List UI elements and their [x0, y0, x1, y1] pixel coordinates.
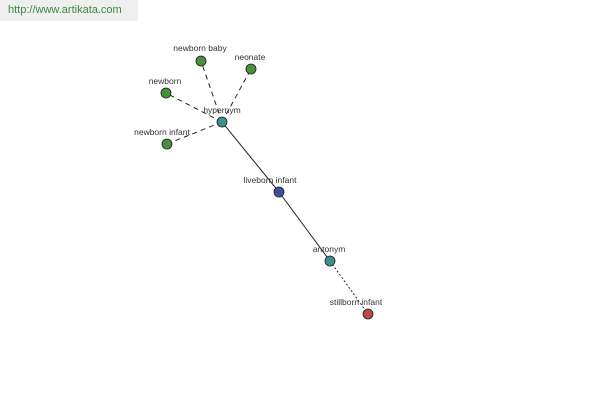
node-label-neonate: neonate: [235, 52, 266, 62]
node-newborn[interactable]: newborn: [149, 76, 182, 99]
edge-hypernym-newborn: [165, 92, 223, 123]
node-label-newborn-baby: newborn baby: [173, 43, 227, 53]
source-url[interactable]: http://www.artikata.com: [8, 4, 122, 16]
node-antonym[interactable]: antonym: [313, 244, 346, 267]
node-neonate[interactable]: neonate: [235, 52, 266, 75]
node-label-liveborn-infant: liveborn infant: [244, 175, 298, 185]
node-newborn-baby[interactable]: newborn baby: [173, 43, 227, 67]
node-label-antonym: antonym: [313, 244, 346, 254]
node-hypernym[interactable]: hypernym: [203, 105, 241, 128]
source-url-badge: http://www.artikata.com: [0, 0, 138, 21]
node-newborn-infant[interactable]: newborn infant: [134, 127, 191, 150]
edge-liveborn-infant-hypernym: [221, 121, 280, 193]
edge-liveborn-infant-antonym: [278, 191, 331, 262]
edge-hypernym-neonate: [221, 68, 252, 123]
edge-hypernym-newborn-infant: [166, 121, 223, 145]
node-marker-liveborn-infant[interactable]: [273, 186, 285, 198]
node-label-newborn: newborn: [149, 76, 182, 86]
node-marker-newborn[interactable]: [160, 87, 172, 99]
node-label-hypernym: hypernym: [203, 105, 240, 115]
edge-hypernym-newborn-baby: [200, 60, 223, 123]
node-marker-newborn-baby[interactable]: [195, 55, 207, 67]
node-marker-hypernym[interactable]: [216, 116, 228, 128]
node-marker-antonym[interactable]: [324, 255, 336, 267]
node-label-newborn-infant: newborn infant: [134, 127, 190, 137]
node-marker-neonate[interactable]: [245, 63, 257, 75]
graph-edges: [165, 60, 369, 315]
edge-antonym-stillborn-infant: [329, 260, 369, 315]
graph-nodes: newborn baby neonate newborn hypernym newbor…: [134, 43, 383, 320]
node-label-stillborn-infant: stillborn infant: [330, 297, 383, 307]
node-marker-stillborn-infant[interactable]: [362, 308, 374, 320]
node-stillborn-infant[interactable]: stillborn infant: [330, 297, 383, 320]
node-liveborn-infant[interactable]: liveborn infant: [244, 175, 298, 198]
node-marker-newborn-infant[interactable]: [161, 138, 173, 150]
